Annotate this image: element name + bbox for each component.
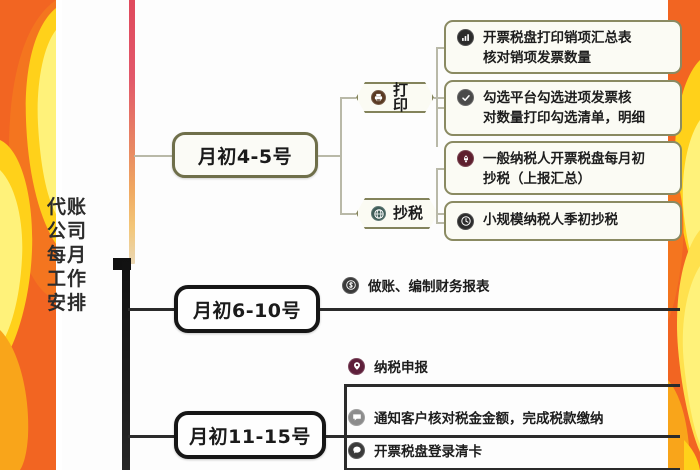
- connector-b3-spine: [344, 384, 347, 468]
- node-print[interactable]: 打印: [356, 82, 434, 113]
- leaf-row-b3-1-text: 纳税申报: [374, 360, 428, 376]
- title-line-5: 安排: [46, 291, 87, 314]
- leaf-row-b3-2[interactable]: 通知客户核对税金金额，完成税款缴纳: [348, 407, 604, 432]
- rocket-icon: [457, 150, 474, 167]
- title-line-2: 公司: [46, 219, 87, 242]
- connector-trunk-to-branch3: [128, 435, 174, 438]
- leaf-row-b3-3[interactable]: 开票税盘登录清卡: [348, 440, 482, 465]
- connector-b2-to-item1: [320, 308, 680, 311]
- leaf-row-b3-1[interactable]: 纳税申报: [348, 356, 428, 381]
- page-title: 代账 公司 每月 工作 安排: [36, 196, 98, 316]
- node-taxcopy[interactable]: 抄税: [356, 198, 438, 229]
- leaf-card-taxcopy-2-text: 小规模纳税人季初抄税: [483, 212, 618, 229]
- branch-node-label: 月初6-10号: [192, 299, 302, 322]
- leaf-row-b3-3-text: 开票税盘登录清卡: [374, 444, 482, 460]
- connector-taxcopy-spine: [436, 168, 438, 223]
- connector-taxcopy-to-item2: [436, 222, 448, 224]
- check-circle-icon: [457, 89, 474, 106]
- leaf-card-print-2-text: 勾选平台勾选进项发票核 对数量打印勾选清单，明细: [483, 90, 645, 126]
- left-flame-decoration: [0, 0, 62, 470]
- connector-trunk-to-branch1: [134, 155, 172, 157]
- node-print-label: 打印: [393, 80, 409, 114]
- title-line-3: 每月: [46, 243, 87, 266]
- connector-b3-to-item2: [344, 435, 680, 438]
- leaf-row-b2-1[interactable]: 做账、编制财务报表: [342, 275, 490, 300]
- connector-b1-stem: [318, 155, 340, 157]
- pin-icon: [348, 357, 365, 375]
- connector-print-to-item2: [436, 107, 448, 109]
- leaf-card-print-1-text: 开票税盘打印销项汇总表 核对销项发票数量: [483, 30, 632, 66]
- branch-node-month-4-5[interactable]: 月初4-5号: [172, 132, 318, 178]
- branch-node-label: 月初4-5号: [197, 145, 293, 168]
- leaf-row-b3-2-text: 通知客户核对税金金额，完成税款缴纳: [374, 411, 604, 427]
- trunk-upper: [129, 0, 135, 264]
- globe-icon: [371, 206, 386, 221]
- trunk-lower: [122, 258, 130, 470]
- chat-alt-icon: [348, 441, 365, 459]
- connector-b1-to-taxcopy: [340, 213, 356, 215]
- branch-node-label: 月初11-15号: [189, 425, 311, 448]
- leaf-card-taxcopy-2[interactable]: 小规模纳税人季初抄税: [444, 201, 682, 241]
- bar-chart-icon: [457, 29, 474, 46]
- leaf-card-taxcopy-1[interactable]: 一般纳税人开票税盘每月初 抄税（上报汇总）: [444, 141, 682, 195]
- title-line-1: 代账: [46, 196, 87, 218]
- connector-print-spine: [436, 47, 438, 147]
- leaf-card-taxcopy-1-text: 一般纳税人开票税盘每月初 抄税（上报汇总）: [483, 151, 645, 187]
- connector-print-to-item1: [436, 47, 448, 49]
- leaf-card-print-1[interactable]: 开票税盘打印销项汇总表 核对销项发票数量: [444, 20, 682, 74]
- connector-taxcopy-stem: [438, 213, 448, 215]
- clock-icon: [457, 212, 474, 230]
- connector-trunk-to-branch2: [128, 308, 174, 311]
- connector-b1-to-print: [340, 97, 356, 99]
- connector-b3-to-item3: [344, 468, 680, 470]
- node-taxcopy-label: 抄税: [393, 204, 424, 222]
- title-line-4: 工作: [46, 267, 87, 290]
- dollar-circle-icon: [342, 276, 359, 294]
- printer-icon: [371, 90, 386, 105]
- connector-b3-to-item1: [344, 384, 680, 387]
- connector-b1-spine: [340, 97, 342, 213]
- leaf-row-b2-1-text: 做账、编制财务报表: [368, 279, 490, 295]
- branch-node-month-6-10[interactable]: 月初6-10号: [174, 285, 320, 333]
- connector-b3-stem: [326, 435, 346, 438]
- connector-print-stem: [434, 97, 448, 99]
- connector-taxcopy-to-item1: [436, 168, 448, 170]
- branch-node-month-11-15[interactable]: 月初11-15号: [174, 411, 326, 459]
- chat-icon: [348, 408, 365, 426]
- leaf-card-print-2[interactable]: 勾选平台勾选进项发票核 对数量打印勾选清单，明细: [444, 80, 682, 136]
